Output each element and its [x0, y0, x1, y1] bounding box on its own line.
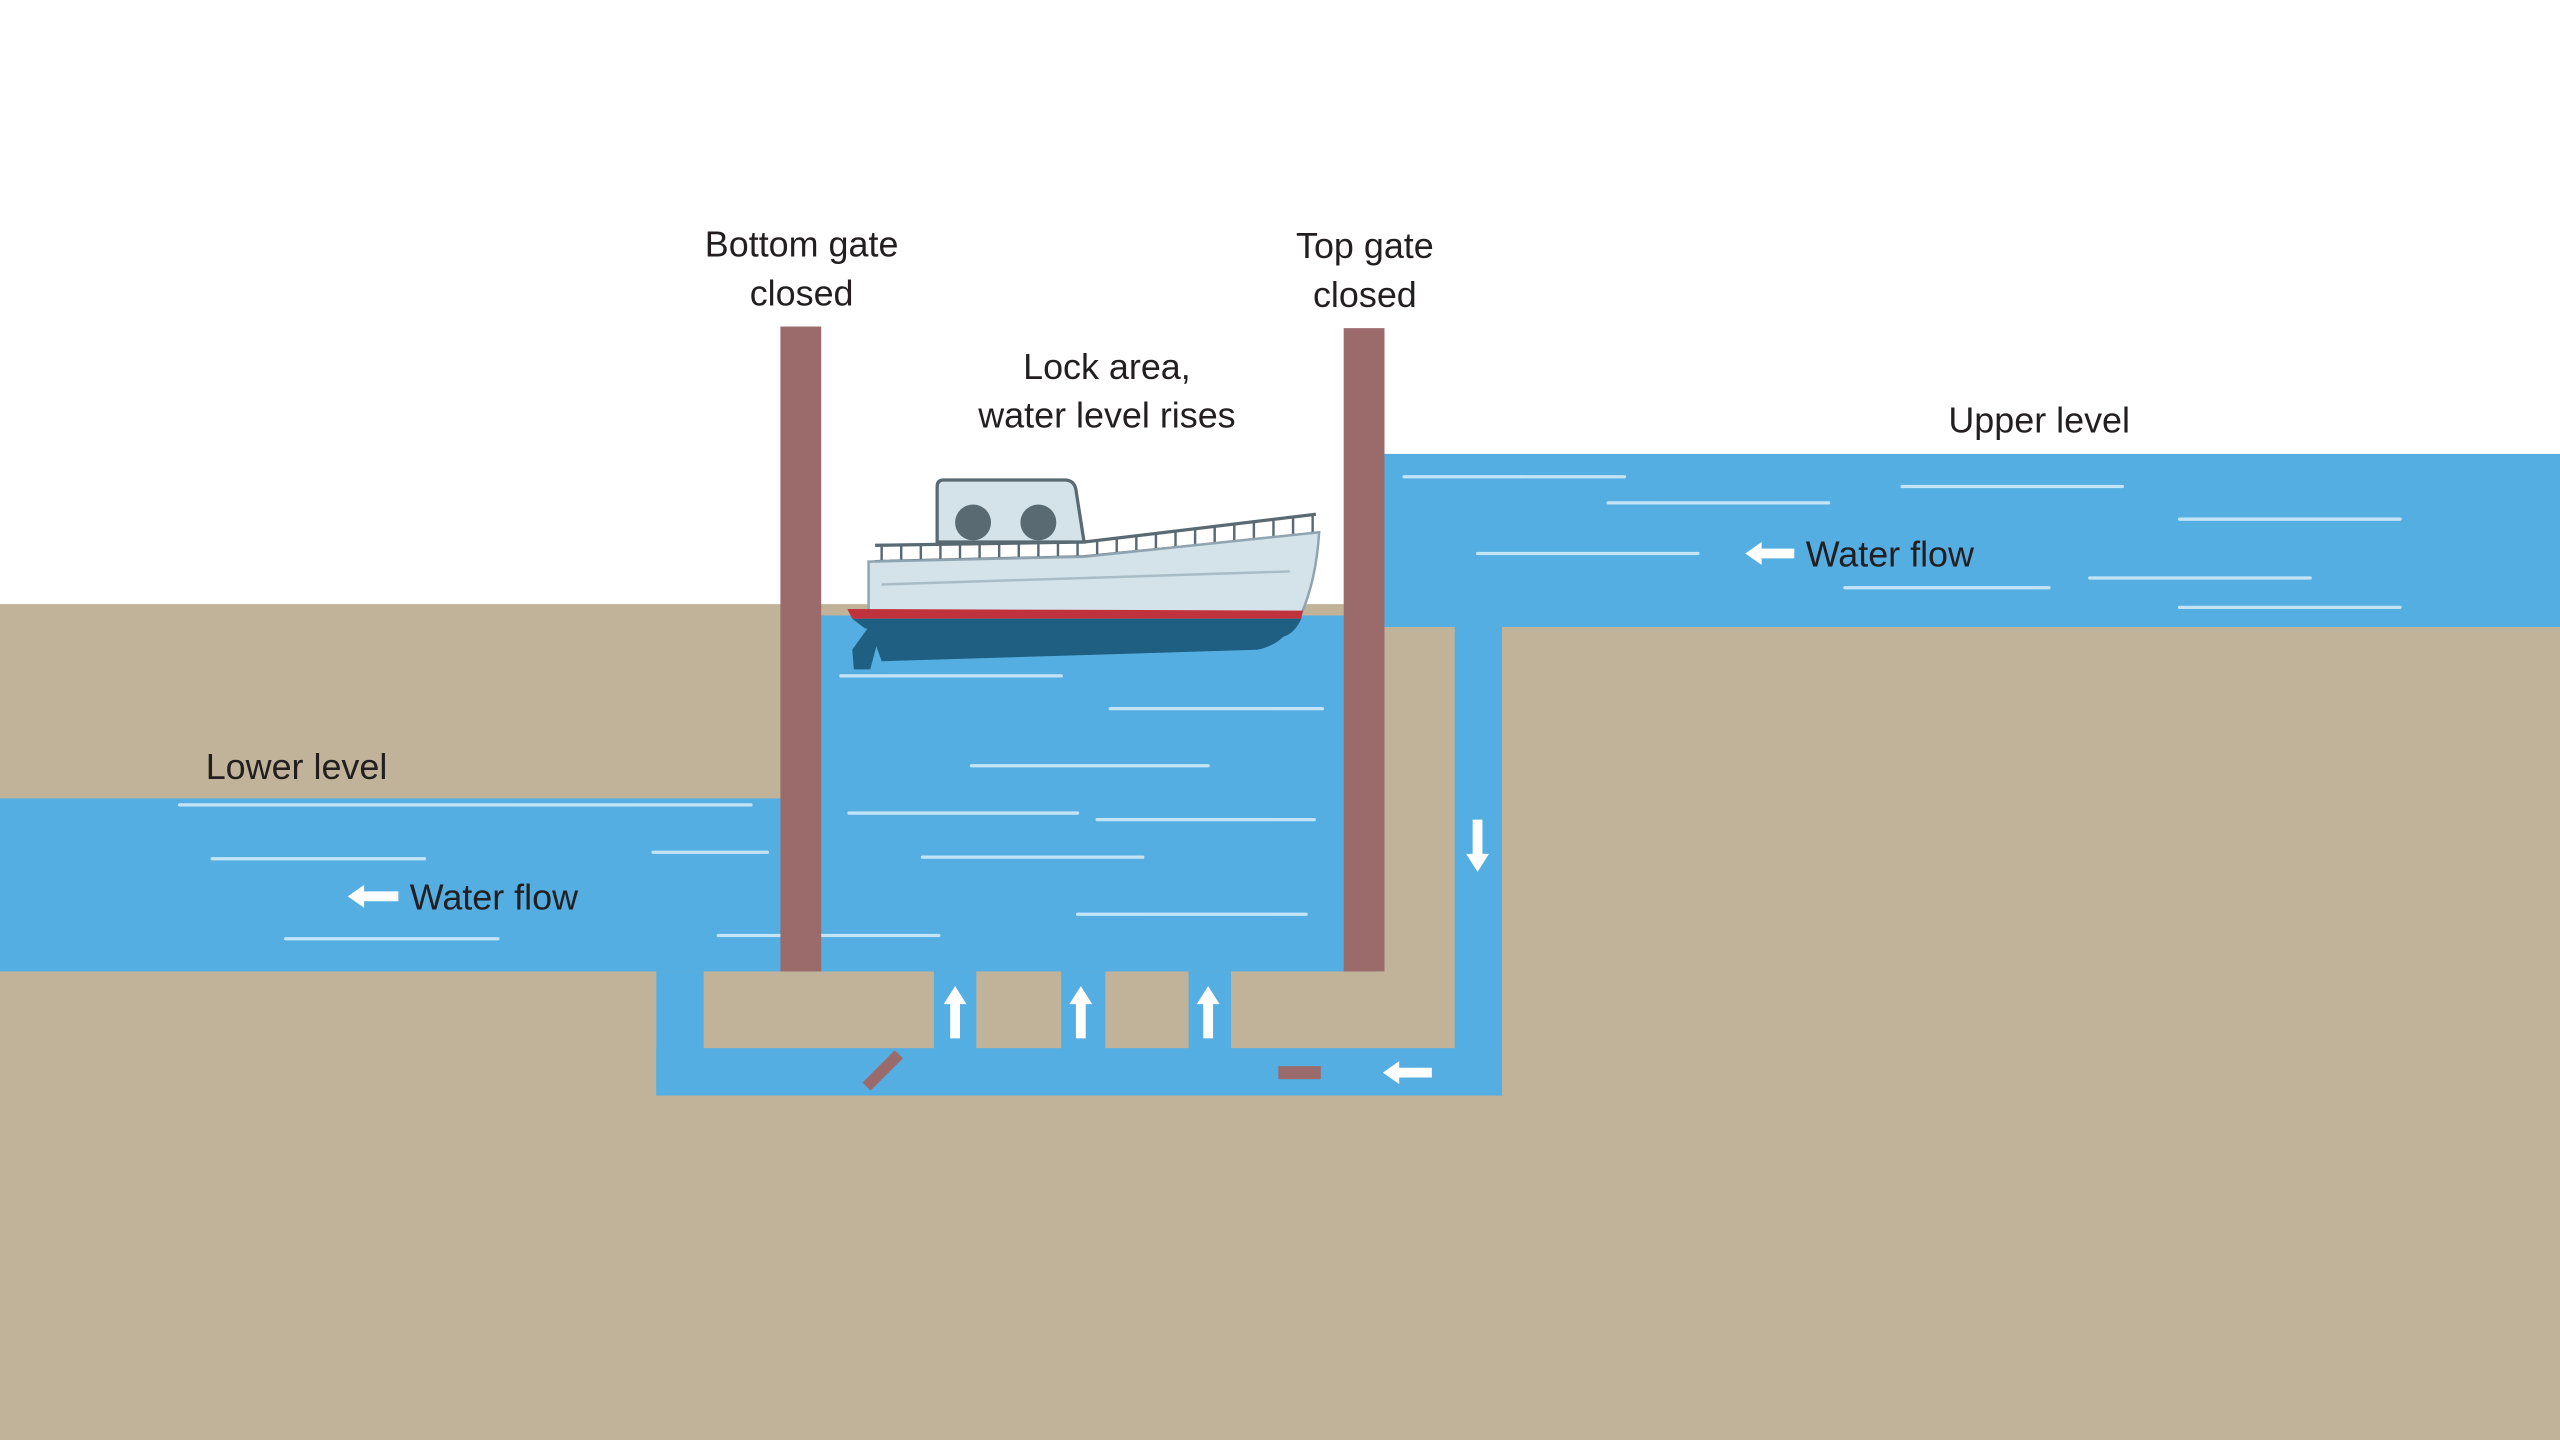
lock-chamber-water — [783, 615, 1380, 972]
culvert-arrow-up-icon — [943, 986, 967, 1039]
upper-flow-arrow-left-icon — [1745, 542, 1795, 565]
boat-icon — [847, 478, 1321, 670]
lower-water-flow-label: Water flow — [410, 876, 579, 917]
top-gate — [1343, 328, 1385, 972]
top-gate-label-line2: closed — [1313, 274, 1417, 315]
lower-level-water — [0, 798, 784, 972]
upper-level-label: Upper level — [1948, 400, 2130, 441]
upper-water-flow-label: Water flow — [1806, 534, 1975, 575]
water-ripples — [177, 475, 2402, 941]
lower-flow-arrow-left-icon — [347, 884, 399, 908]
bottom-gate-label-line1: Bottom gate — [705, 223, 899, 264]
lock-area-label-line1: Lock area, — [1023, 346, 1191, 387]
bottom-valve-open — [862, 1050, 903, 1091]
bottom-gate-label-line2: closed — [750, 272, 854, 313]
culvert-arrow-left-icon — [1382, 1061, 1432, 1085]
culvert-arrow-up-icon — [1196, 986, 1220, 1039]
bottom-gate — [780, 326, 822, 972]
top-valve-open — [1278, 1066, 1321, 1080]
culvert-arrow-down-icon — [1466, 819, 1489, 872]
upper-level-water — [1379, 453, 2560, 627]
culvert-arrow-up-icon — [1069, 986, 1093, 1039]
lock-area-label-line2: water level rises — [977, 395, 1235, 436]
lower-level-label: Lower level — [206, 746, 388, 787]
top-gate-label-line1: Top gate — [1296, 225, 1434, 266]
